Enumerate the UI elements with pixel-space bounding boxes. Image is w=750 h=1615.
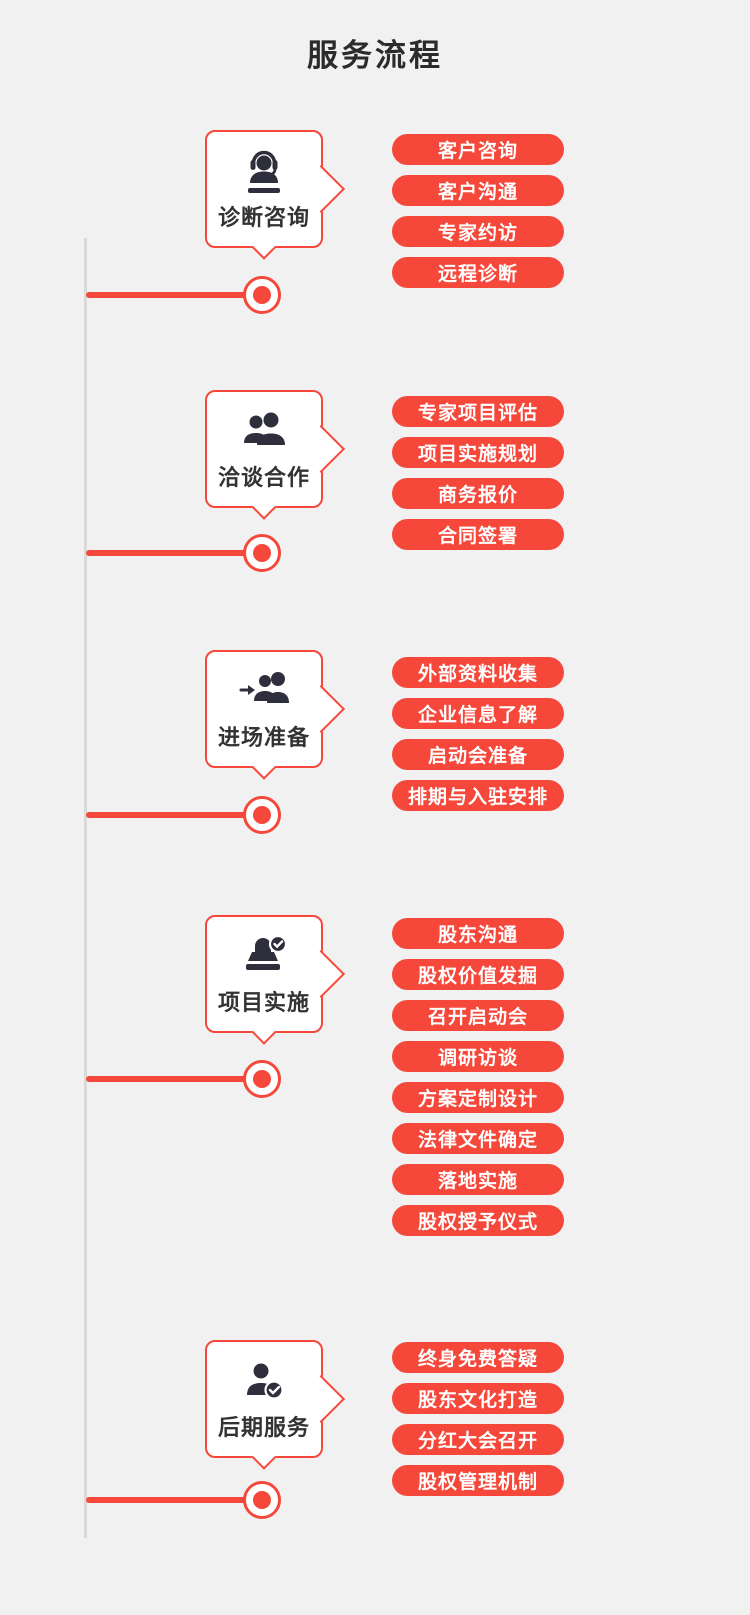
arrow-down-icon xyxy=(251,754,277,780)
pill: 召开启动会 xyxy=(392,1000,564,1031)
pill: 合同签署 xyxy=(392,519,564,550)
pill: 股权授予仪式 xyxy=(392,1205,564,1236)
stage-pill-list: 股东沟通 股权价值发掘 召开启动会 调研访谈 方案定制设计 法律文件确定 落地实… xyxy=(392,918,564,1236)
arrow-down-icon xyxy=(251,1019,277,1045)
stamp-check-icon xyxy=(238,932,290,980)
stage-pill-list: 专家项目评估 项目实施规划 商务报价 合同签署 xyxy=(392,396,564,550)
stage-label: 洽谈合作 xyxy=(217,464,310,490)
pill: 股东沟通 xyxy=(392,918,564,949)
pill: 方案定制设计 xyxy=(392,1082,564,1113)
pill: 终身免费答疑 xyxy=(392,1342,564,1373)
pill: 股东文化打造 xyxy=(392,1383,564,1414)
pill: 企业信息了解 xyxy=(392,698,564,729)
stage-card: 洽谈合作 xyxy=(205,390,346,520)
stage-card: 诊断咨询 xyxy=(205,130,346,260)
pill: 专家约访 xyxy=(392,216,564,247)
timeline-node xyxy=(243,1481,281,1519)
timeline-node xyxy=(243,276,281,314)
page-title: 服务流程 xyxy=(307,38,443,73)
timeline-connector xyxy=(86,1076,264,1082)
pill: 商务报价 xyxy=(392,478,564,509)
pill: 启动会准备 xyxy=(392,739,564,770)
pill: 落地实施 xyxy=(392,1164,564,1195)
two-persons-icon xyxy=(239,407,289,455)
timeline-connector xyxy=(86,812,264,818)
arrow-down-icon xyxy=(251,1444,277,1470)
pill: 排期与入驻安排 xyxy=(392,780,564,811)
pill: 客户咨询 xyxy=(392,134,564,165)
timeline-connector xyxy=(86,292,264,298)
stage-label: 后期服务 xyxy=(217,1414,310,1440)
timeline-connector xyxy=(86,1497,264,1503)
pill: 调研访谈 xyxy=(392,1041,564,1072)
timeline-node xyxy=(243,796,281,834)
group-enter-icon xyxy=(238,667,290,715)
pill: 客户沟通 xyxy=(392,175,564,206)
stage-pill-list: 外部资料收集 企业信息了解 启动会准备 排期与入驻安排 xyxy=(392,657,564,811)
pill: 法律文件确定 xyxy=(392,1123,564,1154)
headset-person-icon xyxy=(239,147,289,195)
stage-pill-list: 客户咨询 客户沟通 专家约访 远程诊断 xyxy=(392,134,564,288)
pill: 外部资料收集 xyxy=(392,657,564,688)
timeline-node xyxy=(243,1060,281,1098)
stage-card: 项目实施 xyxy=(205,915,346,1045)
stage-card: 后期服务 xyxy=(205,1340,346,1470)
stage-card: 进场准备 xyxy=(205,650,346,780)
pill: 远程诊断 xyxy=(392,257,564,288)
arrow-down-icon xyxy=(251,234,277,260)
pill: 分红大会召开 xyxy=(392,1424,564,1455)
person-check-icon xyxy=(238,1357,290,1405)
pill: 股权价值发掘 xyxy=(392,959,564,990)
pill: 股权管理机制 xyxy=(392,1465,564,1496)
pill: 项目实施规划 xyxy=(392,437,564,468)
stage-pill-list: 终身免费答疑 股东文化打造 分红大会召开 股权管理机制 xyxy=(392,1342,564,1496)
timeline-connector xyxy=(86,550,264,556)
pill: 专家项目评估 xyxy=(392,396,564,427)
timeline-vertical-line xyxy=(84,238,87,1538)
arrow-down-icon xyxy=(251,494,277,520)
stage-label: 诊断咨询 xyxy=(217,204,310,230)
stage-label: 进场准备 xyxy=(217,724,310,750)
timeline-node xyxy=(243,534,281,572)
stage-label: 项目实施 xyxy=(217,989,310,1015)
